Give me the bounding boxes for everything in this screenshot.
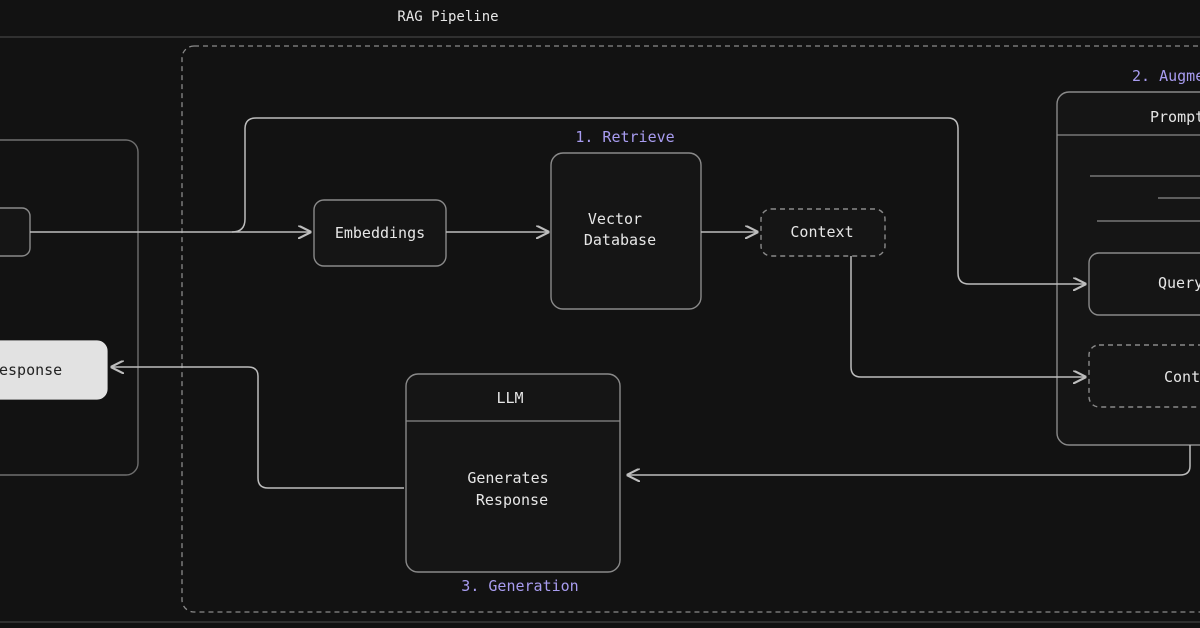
vector-database-label-line1: Vector: [588, 210, 642, 228]
embeddings-label: Embeddings: [335, 224, 425, 242]
llm-header-label: LLM: [496, 389, 523, 407]
context-label: Context: [790, 223, 853, 241]
edge-prompt-to-llm: [628, 445, 1191, 475]
prompt-context-label: Cont: [1164, 368, 1200, 386]
edge-context-to-prompt-context: [850, 256, 1085, 377]
pipeline-container: [181, 45, 1200, 613]
llm-body-line2: Response: [476, 491, 548, 509]
prompt-query-box: [1088, 252, 1200, 316]
client-panel: [0, 139, 139, 476]
llm-box: [405, 373, 621, 573]
stage-retrieve-label: 1. Retrieve: [575, 128, 674, 146]
client-query-box: [0, 207, 31, 257]
stage-augment-label: 2. Augme: [1132, 67, 1200, 85]
vector-database-label-line2: Database: [584, 231, 656, 249]
vector-database-box: [550, 152, 702, 310]
prompt-context-box: [1088, 344, 1200, 408]
llm-body-line1: Generates: [467, 469, 548, 487]
diagram-title: RAG Pipeline: [397, 9, 498, 25]
context-box: [760, 208, 886, 257]
prompt-header-label: Prompt: [1150, 108, 1200, 126]
stage-generation-label: 3. Generation: [461, 577, 578, 595]
edge-llm-to-response: [112, 367, 404, 489]
embeddings-box: [313, 199, 447, 267]
response-label: esponse: [0, 361, 62, 379]
edge-query-to-prompt-query: [231, 117, 1085, 284]
prompt-query-label: Query: [1158, 274, 1200, 292]
response-box: [0, 340, 108, 400]
